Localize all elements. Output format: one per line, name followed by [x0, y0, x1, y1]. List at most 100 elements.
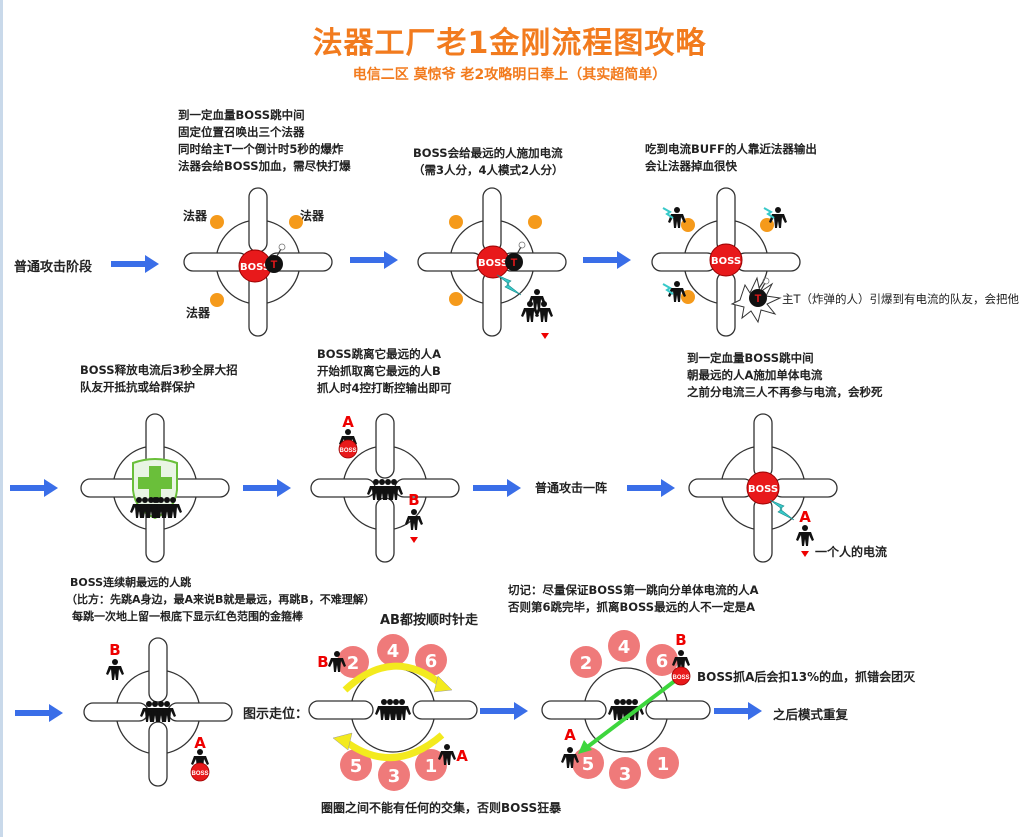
step1-line: 同时给主T一个倒计时5秒的爆炸 — [178, 142, 344, 156]
step5-line: 抓人时4控打断控输出即可 — [317, 381, 452, 395]
grab-arrow — [584, 675, 682, 750]
svg-text:5: 5 — [582, 754, 595, 775]
svg-text:3: 3 — [388, 766, 401, 787]
walk-label: 图示走位： — [243, 707, 309, 722]
step2-line: （需3人分，4人模式2人分） — [413, 163, 564, 177]
flow-arrow — [10, 479, 58, 497]
step4-line: 队友开抵抗或给群保护 — [80, 380, 195, 394]
left-border — [0, 0, 3, 837]
jump-spot: 4 — [377, 634, 409, 666]
arena-step7: B A — [83, 637, 233, 787]
flow-arrow — [583, 251, 631, 269]
artifact-label: 法器 — [183, 209, 208, 223]
step5-line: 开始抓取离它最远的人B — [317, 364, 441, 378]
grab-warning: BOSS抓A后会扣13%的血，抓错会团灭 — [697, 670, 916, 684]
jump-spot: 4 — [608, 630, 640, 662]
page-title: 法器工厂老1金刚流程图攻略 — [312, 26, 707, 61]
artifact-orb — [289, 215, 303, 229]
step1-note: 到一定血量BOSS跳中间 固定位置召唤出三个法器 同时给主T一个倒计时5秒的爆炸… — [178, 107, 351, 175]
jump-spot: 6 — [646, 644, 678, 676]
boss-small-icon — [190, 762, 210, 782]
step6-line: 到一定血量BOSS跳中间 — [687, 351, 814, 365]
boss-label: BOSS — [478, 258, 508, 269]
boss-small-icon — [671, 666, 691, 686]
svg-text:6: 6 — [425, 651, 438, 672]
flow-arrow — [243, 479, 291, 497]
step9-line: 否则第6跳完毕，抓离BOSS最远的人不一定是A — [508, 600, 755, 614]
flow-arrow — [473, 479, 521, 497]
artifact-orb — [210, 215, 224, 229]
walk-title: AB都按顺时针走 — [380, 613, 478, 628]
step3-line: 会让法器掉血很快 — [645, 159, 737, 173]
jump-spot: 2 — [337, 646, 369, 678]
step9-line: 切记：尽量保证BOSS第一跳向分单体电流的人A — [508, 583, 759, 597]
player-b-icon — [106, 659, 124, 680]
step1-line: 到一定血量BOSS跳中间 — [178, 108, 305, 122]
flow-arrow — [714, 702, 762, 720]
step6-line: 之前分电流三人不再参与电流，会秒死 — [687, 385, 883, 399]
normal-attack-phase-label: 普通攻击阶段 — [14, 260, 93, 275]
artifact-orb — [449, 292, 463, 306]
jump-spot: 1 — [647, 747, 679, 779]
svg-text:4: 4 — [618, 637, 631, 658]
tank-explosion-note: 主T（炸弹的人）引爆到有电流的队友，会把他秒死 — [782, 292, 1019, 306]
arena-step4 — [80, 413, 230, 563]
step9-note: 切记：尽量保证BOSS第一跳向分单体电流的人A 否则第6跳完毕，抓离BOSS最远… — [508, 582, 759, 616]
svg-text:5: 5 — [350, 756, 363, 777]
player-b-label: B — [317, 653, 328, 671]
arena-grab: 4 2 6 5 3 1 B A — [541, 630, 711, 789]
step6-note: 到一定血量BOSS跳中间 朝最远的人A施加单体电流 之前分电流三人不再参与电流，… — [687, 350, 883, 401]
clockwise-arrow — [342, 662, 445, 693]
jump-spot: 3 — [378, 759, 410, 791]
boss-small-icon — [338, 439, 358, 459]
artifact-label: 法器 — [186, 306, 211, 320]
step4-line: BOSS释放电流后3秒全屏大招 — [80, 363, 238, 377]
player-a-label: A — [564, 726, 576, 744]
arena-step5: A B — [310, 413, 460, 563]
arena-step6: BOSS A — [688, 413, 838, 563]
flow-arrow — [111, 255, 159, 273]
step7-note: BOSS连续朝最远的人跳 （比方：先跳A身边，最A来说B就是最远，再跳B，不难理… — [66, 574, 375, 625]
heal-cross-icon — [138, 466, 172, 500]
svg-text:6: 6 — [656, 651, 669, 672]
step2-line: BOSS会给最远的人施加电流 — [413, 146, 563, 160]
step1-line: 法器会给BOSS加血，需尽快打爆 — [178, 159, 351, 173]
artifact-orb — [210, 293, 224, 307]
flow-arrow — [350, 251, 398, 269]
jump-spot: 6 — [415, 644, 447, 676]
marker-triangle — [410, 537, 418, 543]
step7-line: 每跳一次地上留一根底下显示红色范围的金箍棒 — [72, 610, 303, 623]
flow-arrow — [627, 479, 675, 497]
player-a-label: A — [456, 747, 468, 765]
step7-line: （比方：先跳A身边，最A来说B就是最远，再跳B，不难理解） — [66, 593, 375, 606]
arena-step3: BOSS — [651, 187, 801, 337]
player-b-label: B — [675, 631, 686, 649]
jump-spot: 3 — [609, 757, 641, 789]
step7-line: BOSS连续朝最远的人跳 — [70, 576, 192, 589]
marker-triangle — [801, 551, 809, 557]
player-a-label: A — [342, 413, 354, 431]
marker-triangle — [541, 333, 549, 339]
arena-step1: BOSS — [183, 187, 333, 337]
normal-attack-while-label: 普通攻击一阵 — [535, 481, 608, 495]
jump-spot: 5 — [572, 747, 604, 779]
jump-spot: 2 — [570, 646, 602, 678]
svg-text:1: 1 — [425, 756, 438, 777]
svg-text:3: 3 — [619, 764, 632, 785]
step3-line: 吃到电流BUFF的人靠近法器输出 — [645, 142, 817, 156]
step3-note: 吃到电流BUFF的人靠近法器输出 会让法器掉血很快 — [645, 141, 817, 175]
flow-arrow — [480, 702, 528, 720]
clockwise-arrow — [342, 732, 445, 762]
svg-text:4: 4 — [387, 641, 400, 662]
step5-note: BOSS跳离它最远的人A 开始抓取离它最远的人B 抓人时4控打断控输出即可 — [317, 346, 452, 397]
boss-label: BOSS — [711, 256, 741, 267]
svg-text:2: 2 — [580, 653, 593, 674]
artifact-orb — [449, 215, 463, 229]
page-subtitle: 电信二区 莫惊爷 老2攻略明日奉上（其实超简单） — [352, 67, 667, 83]
player-b-label: B — [109, 641, 120, 659]
single-lightning-note: 一个人的电流 — [815, 545, 888, 559]
step5-line: BOSS跳离它最远的人A — [317, 347, 441, 361]
jump-spot: 5 — [340, 749, 372, 781]
step1-line: 固定位置召唤出三个法器 — [178, 125, 305, 139]
